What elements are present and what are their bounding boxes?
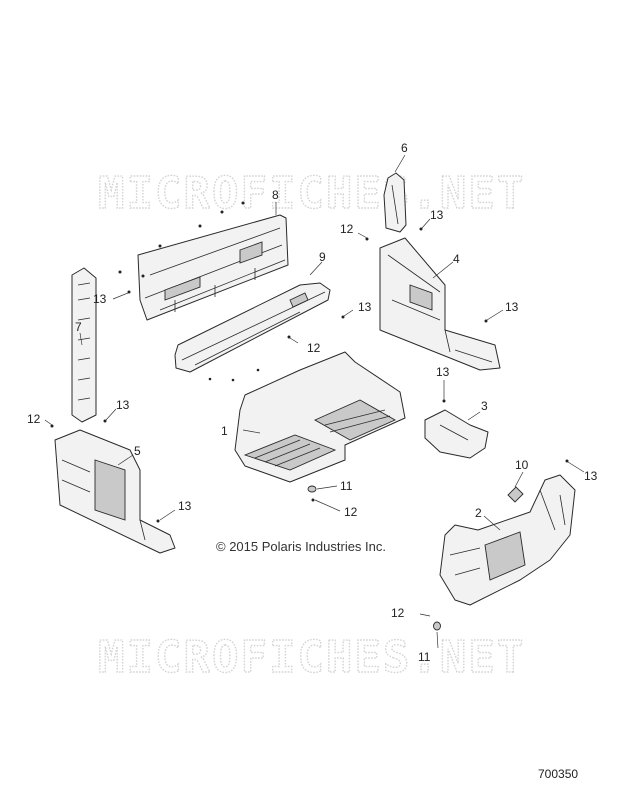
- leader-lines: [44, 154, 585, 649]
- callout-4: 4: [453, 252, 460, 266]
- callout-5: 5: [134, 444, 141, 458]
- callout-2: 2: [475, 506, 482, 520]
- part-1-floor-tub[interactable]: [234, 351, 406, 483]
- callout-13-e: 13: [436, 365, 450, 379]
- callout-12-left: 12: [27, 412, 41, 426]
- callout-1: 1: [221, 424, 228, 438]
- fastener-11-upper[interactable]: [307, 485, 317, 493]
- callout-7: 7: [75, 320, 82, 334]
- fastener-dots-8: [118, 201, 245, 278]
- callout-12-middle: 12: [307, 341, 321, 355]
- callout-3: 3: [481, 399, 488, 413]
- part-8-rear-panel[interactable]: [137, 214, 289, 321]
- callout-13-h: 13: [584, 469, 598, 483]
- reference-number: 700350: [538, 767, 578, 781]
- callout-12-center: 12: [344, 505, 358, 519]
- part-7-left-pillar[interactable]: [71, 267, 97, 423]
- watermark-top: MICROFICHES.NET: [98, 168, 525, 219]
- callout-12-top: 12: [340, 222, 354, 236]
- callout-13-g: 13: [178, 499, 192, 513]
- callout-13-d: 13: [116, 398, 130, 412]
- callout-11-upper: 11: [340, 479, 353, 493]
- callout-10: 10: [515, 458, 529, 472]
- part-5-left-side-panel[interactable]: [54, 429, 176, 554]
- callout-8: 8: [272, 188, 279, 202]
- callout-13-c: 13: [358, 300, 372, 314]
- callout-12-bottom: 12: [391, 606, 405, 620]
- part-10-plate[interactable]: [507, 486, 524, 503]
- callout-6: 6: [401, 141, 408, 155]
- callout-11-lower: 11: [418, 650, 431, 664]
- callout-9: 9: [319, 250, 326, 264]
- copyright-notice: © 2015 Polaris Industries Inc.: [216, 539, 386, 554]
- part-2-right-rear-body[interactable]: [439, 474, 576, 606]
- part-4-right-side-panel[interactable]: [379, 237, 501, 371]
- part-6-pillar[interactable]: [383, 172, 407, 233]
- callout-13-b: 13: [430, 208, 444, 222]
- fastener-11-lower[interactable]: [433, 621, 441, 631]
- callout-13-a: 13: [93, 292, 107, 306]
- callout-13-f: 13: [505, 300, 519, 314]
- part-9-cross-member[interactable]: [174, 282, 331, 382]
- part-3-bracket[interactable]: [424, 409, 489, 459]
- watermark-bottom: MICROFICHES.NET: [98, 632, 525, 683]
